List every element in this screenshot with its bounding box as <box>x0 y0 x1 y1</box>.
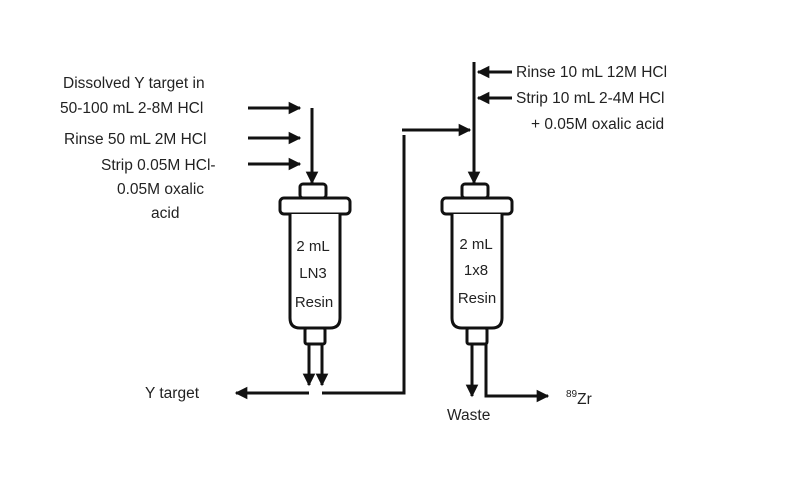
zr-outlet-line <box>484 344 550 403</box>
column-1x8-label-line3: Resin <box>458 290 496 307</box>
column2-strip-label-line1: Strip 10 mL 2-4M HCl <box>516 90 664 107</box>
waste-label: Waste <box>447 407 490 424</box>
column-ln3-label-line1: 2 mL <box>296 238 329 255</box>
column-ln3-label-line3: Resin <box>295 294 333 311</box>
column-1x8-label-line2: 1x8 <box>464 262 488 279</box>
column2-strip-label-line2: + 0.05M oxalic acid <box>531 116 664 133</box>
y-target-label: Y target <box>145 385 200 402</box>
feed-strip-label-line3: acid <box>151 205 179 222</box>
column-ln3-label-line2: LN3 <box>299 265 327 282</box>
feed-rinse-label: Rinse 50 mL 2M HCl <box>64 131 206 148</box>
zr-label: 89Zr <box>566 389 592 408</box>
column-ln3 <box>278 182 352 346</box>
column-1x8-label-line1: 2 mL <box>459 236 492 253</box>
feed-strip-label-line1: Strip 0.05M HCl- <box>101 157 216 174</box>
column-1x8 <box>440 182 514 346</box>
feed-dissolved-label-line2: 50-100 mL 2-8M HCl <box>60 100 203 117</box>
feed-strip-label-line2: 0.05M oxalic <box>117 181 204 198</box>
column2-rinse-label: Rinse 10 mL 12M HCl <box>516 64 667 81</box>
feed-dissolved-label-line1: Dissolved Y target in <box>63 75 205 92</box>
transfer-line <box>322 135 406 395</box>
